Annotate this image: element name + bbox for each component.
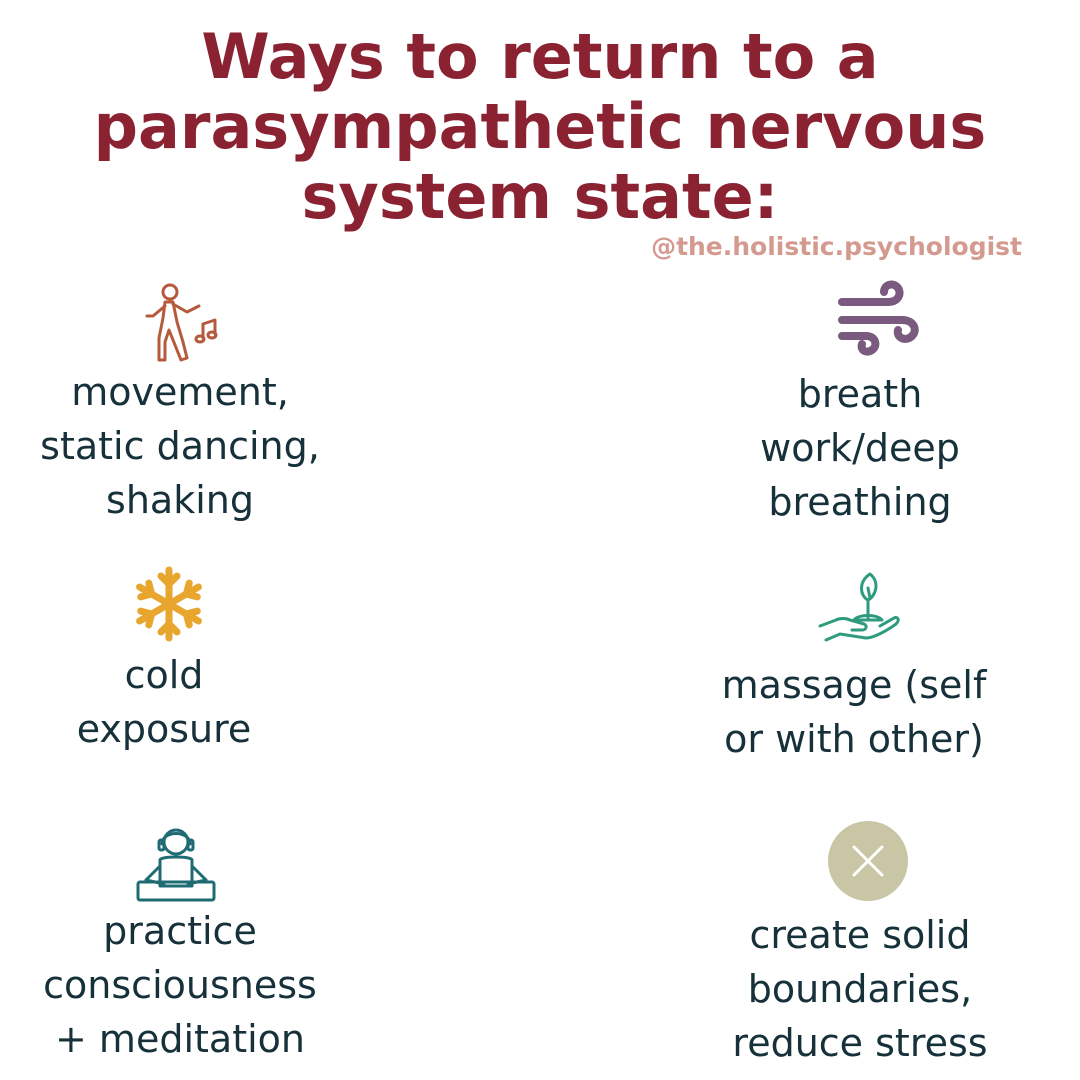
list-item-boundaries: create solid boundaries, reduce stress xyxy=(732,913,988,1065)
list-item-movement: movement, static dancing, shaking xyxy=(40,370,320,522)
list-item-cold-exposure: cold exposure xyxy=(76,653,252,751)
snowflake-icon xyxy=(130,564,208,644)
author-handle: @the.holistic.psychologist xyxy=(651,232,1022,261)
title-line-2: parasympathetic nervous xyxy=(93,90,987,163)
hand-plant-icon xyxy=(818,568,902,650)
page-title: Ways to return to a parasympathetic nerv… xyxy=(0,22,1080,232)
dancing-person-icon xyxy=(143,282,223,366)
meditation-headphones-icon xyxy=(134,822,218,906)
close-circle-icon xyxy=(828,821,908,901)
list-item-meditation: practice consciousness + meditation xyxy=(43,909,317,1061)
title-line-3: system state: xyxy=(301,160,779,233)
list-item-massage: massage (self or with other) xyxy=(721,663,987,761)
title-line-1: Ways to return to a xyxy=(201,20,879,93)
list-item-breath: breath work/deep breathing xyxy=(760,372,960,524)
wind-icon xyxy=(836,278,922,358)
